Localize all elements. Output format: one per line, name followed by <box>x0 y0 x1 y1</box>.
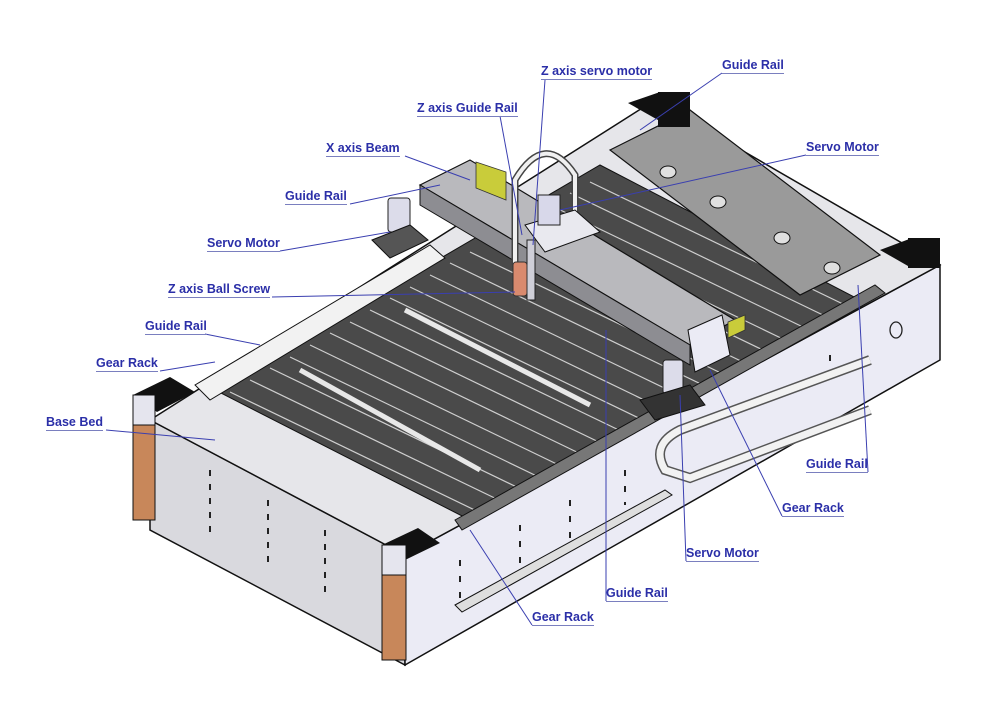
servo-motor-right-mount <box>639 384 706 421</box>
label-z-servo-motor: Z axis servo motor <box>541 64 653 80</box>
label-z-guide-rail: Z axis Guide Rail <box>417 101 518 117</box>
corner-block-back-right <box>880 238 940 268</box>
corner-block-front-left <box>132 377 195 521</box>
table-crossbars <box>298 307 592 473</box>
yellow-tag-left <box>475 161 507 201</box>
leader-line-base-bed <box>105 429 216 441</box>
front-face-slots <box>209 470 326 595</box>
z-axis-servo-motor <box>537 194 561 226</box>
label-x-axis-beam: X axis Beam <box>326 141 400 157</box>
leader-line-servo-motor-bottom <box>679 394 687 562</box>
bottom-gear-rack <box>454 489 673 613</box>
servo-motor-left-mount <box>371 224 429 259</box>
label-gear-rack-left: Gear Rack <box>96 356 158 372</box>
leader-lines <box>105 72 869 626</box>
label-servo-motor-left: Servo Motor <box>207 236 280 252</box>
leader-line-gear-rack-bottom <box>469 529 533 626</box>
yellow-tag-right <box>727 314 746 339</box>
label-guide-rail-right: Guide Rail <box>806 457 868 473</box>
x-axis-beam-front <box>419 184 691 366</box>
leader-line-z-guide-rail <box>499 115 523 236</box>
z-axis-ball-screw <box>526 239 536 301</box>
corner-block-back-left <box>628 92 690 127</box>
label-z-ball-screw: Z axis Ball Screw <box>168 282 271 298</box>
label-servo-motor-bottom: Servo Motor <box>686 546 759 562</box>
laser-head <box>512 261 528 297</box>
leader-line-guide-rail-upper-left <box>349 184 441 205</box>
left-guide-rail <box>194 244 446 401</box>
leader-line-z-servo-motor <box>532 79 546 246</box>
cover-plate-holes <box>659 165 841 275</box>
leader-line-gear-rack-right <box>709 369 783 517</box>
leader-line-gear-rack-left <box>159 361 216 372</box>
label-gear-rack-bottom: Gear Rack <box>532 610 594 626</box>
gantry-end-cover <box>687 314 731 373</box>
leader-line-x-axis-beam <box>404 155 471 181</box>
label-base-bed: Base Bed <box>46 415 103 431</box>
label-guide-rail-upper-left: Guide Rail <box>285 189 347 205</box>
leader-line-servo-motor-left <box>279 231 391 252</box>
leader-line-guide-rail-left <box>204 333 261 346</box>
leader-line-guide-rail-top-right <box>639 72 723 131</box>
label-guide-rail-left: Guide Rail <box>145 319 207 335</box>
label-guide-rail-top-right: Guide Rail <box>722 58 784 74</box>
label-guide-rail-bottom: Guide Rail <box>606 586 668 602</box>
corner-block-front-right <box>381 528 440 661</box>
label-servo-motor-right: Servo Motor <box>806 140 879 156</box>
leader-line-servo-motor-right <box>559 154 807 211</box>
side-port <box>889 321 903 339</box>
leader-line-z-ball-screw <box>271 291 516 298</box>
leader-line-guide-rail-right <box>857 284 869 473</box>
label-gear-rack-right: Gear Rack <box>782 501 844 517</box>
